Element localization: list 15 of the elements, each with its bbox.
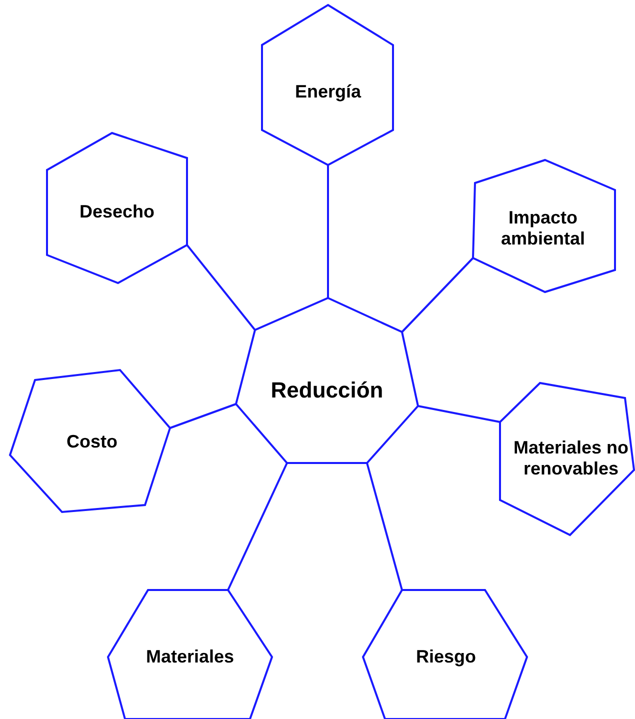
connector-line <box>186 244 256 331</box>
connector-line <box>366 462 403 590</box>
connector-line <box>170 403 236 429</box>
node-label: Materiales no renovables <box>512 437 630 479</box>
node-label: Impacto ambiental <box>500 207 586 249</box>
center-label: Reducción <box>270 377 384 403</box>
node-label: Riesgo <box>414 646 477 668</box>
connector-line <box>401 257 474 333</box>
connector-line <box>418 405 500 423</box>
node-label: Materiales <box>144 646 236 668</box>
connector-line <box>227 462 288 590</box>
connector-line <box>327 165 329 298</box>
node-label: Desecho <box>78 202 156 222</box>
node-label: Energía <box>294 82 362 102</box>
node-label: Costo <box>66 432 118 452</box>
